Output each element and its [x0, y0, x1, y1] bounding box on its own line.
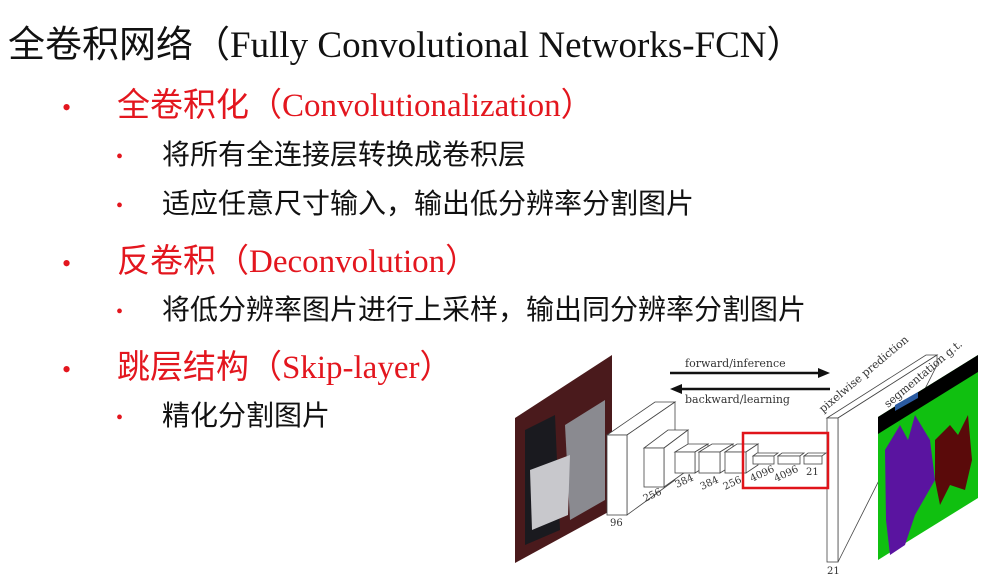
backward-label: backward/learning [685, 393, 790, 406]
bullet-dot: • [116, 407, 124, 430]
bullet-dot: • [116, 195, 124, 218]
bullet-label: 跳层结构（Skip-layer） [117, 350, 453, 386]
sub-bullet: • 将低分辨率图片进行上采样，输出同分辨率分割图片 [116, 288, 806, 328]
layer-label: 21 [806, 467, 819, 478]
highlight-box [741, 431, 830, 490]
sub-bullet: • 适应任意尺寸输入，输出低分辨率分割图片 [116, 182, 694, 222]
sub-bullet-text: 适应任意尺寸输入，输出低分辨率分割图片 [162, 189, 695, 220]
layer-label: 96 [610, 518, 623, 529]
sub-bullet: • 将所有全连接层转换成卷积层 [116, 133, 526, 173]
bullet-skip-layer: • 跳层结构（Skip-layer） [62, 340, 452, 388]
bullet-dot: • [62, 93, 72, 123]
fcn-diagram: 96 256 384 384 256 4096 4096 21 21 forwa… [515, 333, 978, 577]
layer-label: 384 [699, 475, 721, 493]
bullet-label: 全卷积化（Convolutionalization） [117, 88, 594, 124]
sub-bullet: • 精化分割图片 [116, 394, 330, 434]
sub-bullet-text: 将所有全连接层转换成卷积层 [162, 140, 527, 171]
bullet-deconvolution: • 反卷积（Deconvolution） [62, 234, 478, 282]
bullet-convolutionalization: • 全卷积化（Convolutionalization） [62, 78, 594, 126]
slide-title: 全卷积网络（Fully Convolutional Networks-FCN） [8, 25, 804, 66]
bullet-dot: • [116, 301, 124, 324]
sub-bullet-text: 将低分辨率图片进行上采样，输出同分辨率分割图片 [162, 295, 807, 326]
bullet-label: 反卷积（Deconvolution） [117, 244, 479, 280]
layer-label: 256 [722, 475, 744, 493]
segmentation-image [878, 355, 978, 560]
bullet-dot: • [62, 355, 72, 385]
sub-bullet-text: 精化分割图片 [162, 401, 331, 432]
bullet-dot: • [62, 249, 72, 279]
bullet-dot: • [116, 146, 124, 169]
layer-label: 4096 [773, 464, 801, 485]
forward-label: forward/inference [685, 357, 786, 370]
output-channels-label: 21 [827, 566, 840, 577]
